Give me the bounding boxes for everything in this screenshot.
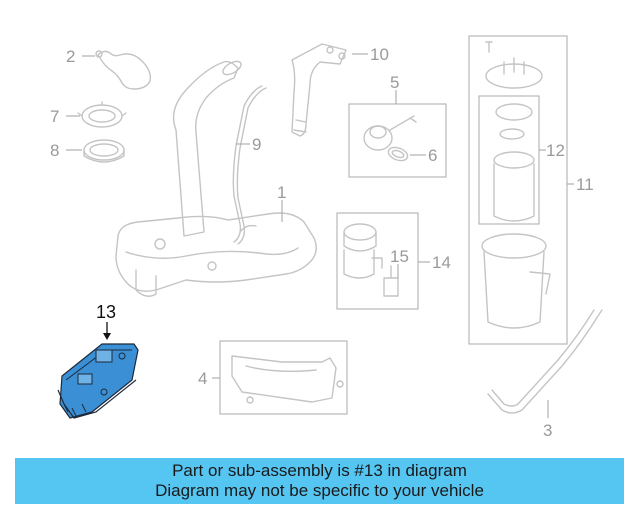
callout-5: 5 (390, 73, 399, 92)
leader-13-arrow (103, 333, 111, 340)
part-3-tank-strap (487, 309, 603, 414)
box-part-5 (348, 103, 447, 178)
callout-11: 11 (576, 175, 594, 194)
info-banner: Part or sub-assembly is #13 in diagram D… (15, 458, 624, 504)
banner-line-2: Diagram may not be specific to your vehi… (155, 481, 484, 500)
callout-2: 2 (66, 47, 75, 66)
callout-12: 12 (546, 141, 565, 160)
part-4-shield (231, 355, 344, 404)
part-14-pump (343, 223, 383, 279)
box-part-14 (336, 212, 419, 310)
callout-6: 6 (428, 146, 437, 165)
box-part-4 (219, 340, 348, 415)
part-9-vent-line (232, 85, 267, 245)
callout-1: 1 (277, 183, 286, 202)
callout-14: 14 (432, 253, 451, 272)
callout-7: 7 (50, 107, 59, 126)
part-1-fuel-tank (115, 60, 317, 297)
banner-line-1: Part or sub-assembly is #13 in diagram (172, 461, 467, 480)
part-13-control-module (57, 343, 139, 419)
part-15-sensor (383, 265, 399, 297)
box-part-11 (468, 35, 568, 345)
box-part-12 (478, 95, 540, 225)
callout-13: 13 (96, 302, 116, 322)
callout-9: 9 (252, 135, 261, 154)
parts-diagram: 2 7 8 1 9 10 (50, 35, 603, 440)
part-2-strap (95, 50, 152, 90)
part-11-sending-unit (481, 41, 551, 329)
callout-8: 8 (50, 141, 59, 160)
callout-10: 10 (370, 45, 389, 64)
part-5-valve (363, 115, 417, 151)
callout-4: 4 (198, 369, 207, 388)
part-7-lock-ring (77, 101, 127, 128)
part-8-seal (83, 139, 125, 163)
callout-3: 3 (543, 421, 552, 440)
callout-15: 15 (390, 247, 409, 266)
part-6-o-ring (387, 146, 409, 162)
part-10-bracket (291, 43, 347, 137)
